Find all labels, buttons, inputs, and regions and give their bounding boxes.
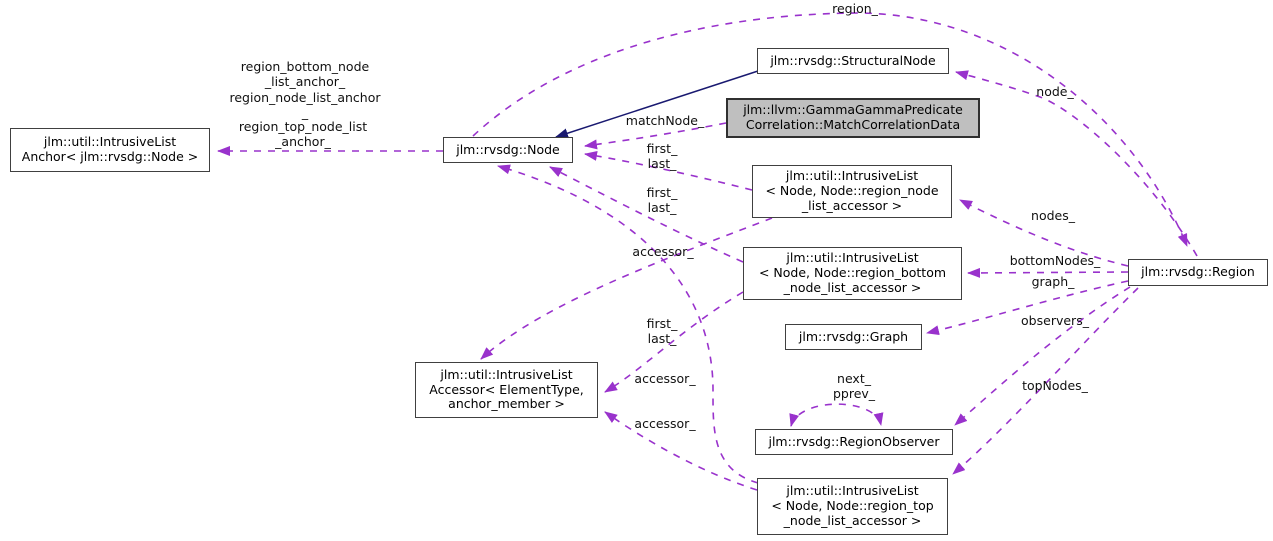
edge-label-first-last-2: first_ last_: [647, 185, 678, 216]
class-label: jlm::util::IntrusiveList: [786, 483, 919, 499]
class-label: jlm::rvsdg::Node: [456, 141, 560, 157]
edge-list-region-top-to-accessor: [604, 411, 758, 491]
edge-label-line: region_node_list_anchor: [229, 89, 381, 105]
edge-label-first-last-1: first_ last_: [647, 141, 678, 172]
edge-label-line: _list_anchor_: [264, 74, 346, 90]
edge-label-anchor-bottom-block: region_bottom_node _list_anchor_ region_…: [229, 59, 380, 120]
edge-label-accessor-3: accessor_: [634, 416, 696, 431]
edge-label-line: last_: [647, 156, 677, 172]
class-label: < Node, Node::region_bottom: [758, 265, 947, 281]
class-label: jlm::rvsdg::RegionObserver: [768, 433, 940, 449]
class-intrusive-list-accessor[interactable]: jlm::util::IntrusiveList Accessor< Eleme…: [415, 362, 598, 418]
class-label: _node_list_accessor >: [783, 512, 922, 528]
edge-regionobserver-self-loop: [789, 403, 884, 427]
class-label: _node_list_accessor >: [783, 279, 922, 295]
class-intrusive-list-region-top[interactable]: jlm::util::IntrusiveList < Node, Node::r…: [757, 478, 948, 535]
edge-list-region-node-to-node: [584, 150, 753, 191]
edge-region-to-regionobserver: [954, 286, 1131, 426]
edge-label-line: region_bottom_node: [240, 59, 370, 74]
edge-list-region-node-to-accessor: [480, 217, 773, 360]
edge-label-line: region_top_node_list: [238, 119, 368, 134]
edge-label-region: region_: [832, 1, 878, 16]
edge-label-anchor-top-block: region_top_node_list _anchor_: [239, 119, 367, 150]
class-label: anchor_member >: [448, 396, 565, 412]
class-region[interactable]: jlm::rvsdg::Region: [1128, 259, 1268, 286]
edge-region-to-structuralnode: [955, 70, 1198, 257]
edge-region-to-list-region-node: [959, 199, 1129, 267]
class-graph[interactable]: jlm::rvsdg::Graph: [785, 324, 922, 350]
class-node[interactable]: jlm::rvsdg::Node: [443, 137, 573, 163]
class-intrusive-list-anchor[interactable]: jlm::util::IntrusiveList Anchor< jlm::rv…: [10, 128, 210, 172]
edge-region-to-graph: [926, 280, 1129, 336]
edge-label-next-pprev: next_ pprev_: [833, 371, 875, 402]
edge-label-line: first_: [646, 141, 678, 156]
edge-label-line: next_: [837, 371, 871, 386]
class-structural-node[interactable]: jlm::rvsdg::StructuralNode: [757, 48, 949, 74]
edge-label-bottom-nodes: bottomNodes_: [1009, 253, 1101, 268]
edge-label-nodes: nodes_: [1031, 208, 1075, 223]
edge-label-observers: observers_: [1021, 313, 1089, 328]
class-intrusive-list-region-node[interactable]: jlm::util::IntrusiveList < Node, Node::r…: [752, 165, 952, 218]
class-label: jlm::rvsdg::Region: [1141, 264, 1255, 280]
class-label: jlm::util::IntrusiveList: [43, 134, 177, 150]
class-label: jlm::util::IntrusiveList: [440, 366, 573, 382]
class-label: < Node, Node::region_top: [771, 498, 934, 514]
edge-label-match-node: matchNode_: [625, 113, 705, 128]
class-label: jlm::llvm::GammaGammaPredicate: [743, 102, 963, 118]
class-region-observer[interactable]: jlm::rvsdg::RegionObserver: [755, 429, 953, 455]
edge-region-to-list-region-top: [952, 287, 1139, 475]
class-label: < Node, Node::region_node: [765, 183, 939, 199]
class-match-correlation-data: jlm::llvm::GammaGammaPredicate Correlati…: [726, 98, 980, 138]
class-label: jlm::rvsdg::Graph: [798, 328, 909, 344]
edge-label-graph: graph_: [1031, 274, 1075, 289]
class-label: Anchor< jlm::rvsdg::Node >: [21, 149, 199, 164]
edge-region-to-list-region-bottom: [967, 267, 1129, 278]
edge-structuralnode-to-node-inheritance: [555, 70, 759, 139]
class-label: jlm::util::IntrusiveList: [786, 250, 919, 266]
edge-label-line: first_: [646, 316, 678, 331]
edge-label-line: first_: [646, 185, 678, 200]
edge-list-region-top-to-node: [497, 164, 759, 484]
edge-label-line: pprev_: [832, 386, 876, 402]
edge-label-line: _: [301, 104, 309, 120]
class-label: jlm::rvsdg::StructuralNode: [770, 52, 936, 68]
edge-label-first-last-3: first_ last_: [647, 316, 678, 347]
edge-label-line: last_: [647, 200, 677, 216]
edge-label-accessor-2: accessor_: [634, 371, 696, 386]
edge-label-line: _anchor_: [275, 134, 331, 150]
edge-label-line: last_: [647, 331, 677, 347]
edge-label-accessor-1: accessor_: [632, 244, 694, 259]
class-label: Correlation::MatchCorrelationData: [745, 117, 961, 132]
edge-matchcorrelationdata-to-node: [584, 122, 727, 150]
class-intrusive-list-region-bottom[interactable]: jlm::util::IntrusiveList < Node, Node::r…: [743, 247, 962, 300]
class-label: Accessor< ElementType,: [429, 381, 584, 397]
class-label: jlm::util::IntrusiveList: [785, 168, 919, 184]
edge-label-top-nodes: topNodes_: [1022, 378, 1088, 393]
class-label: _list_accessor >: [801, 197, 903, 213]
edge-label-node: node_: [1036, 84, 1074, 99]
